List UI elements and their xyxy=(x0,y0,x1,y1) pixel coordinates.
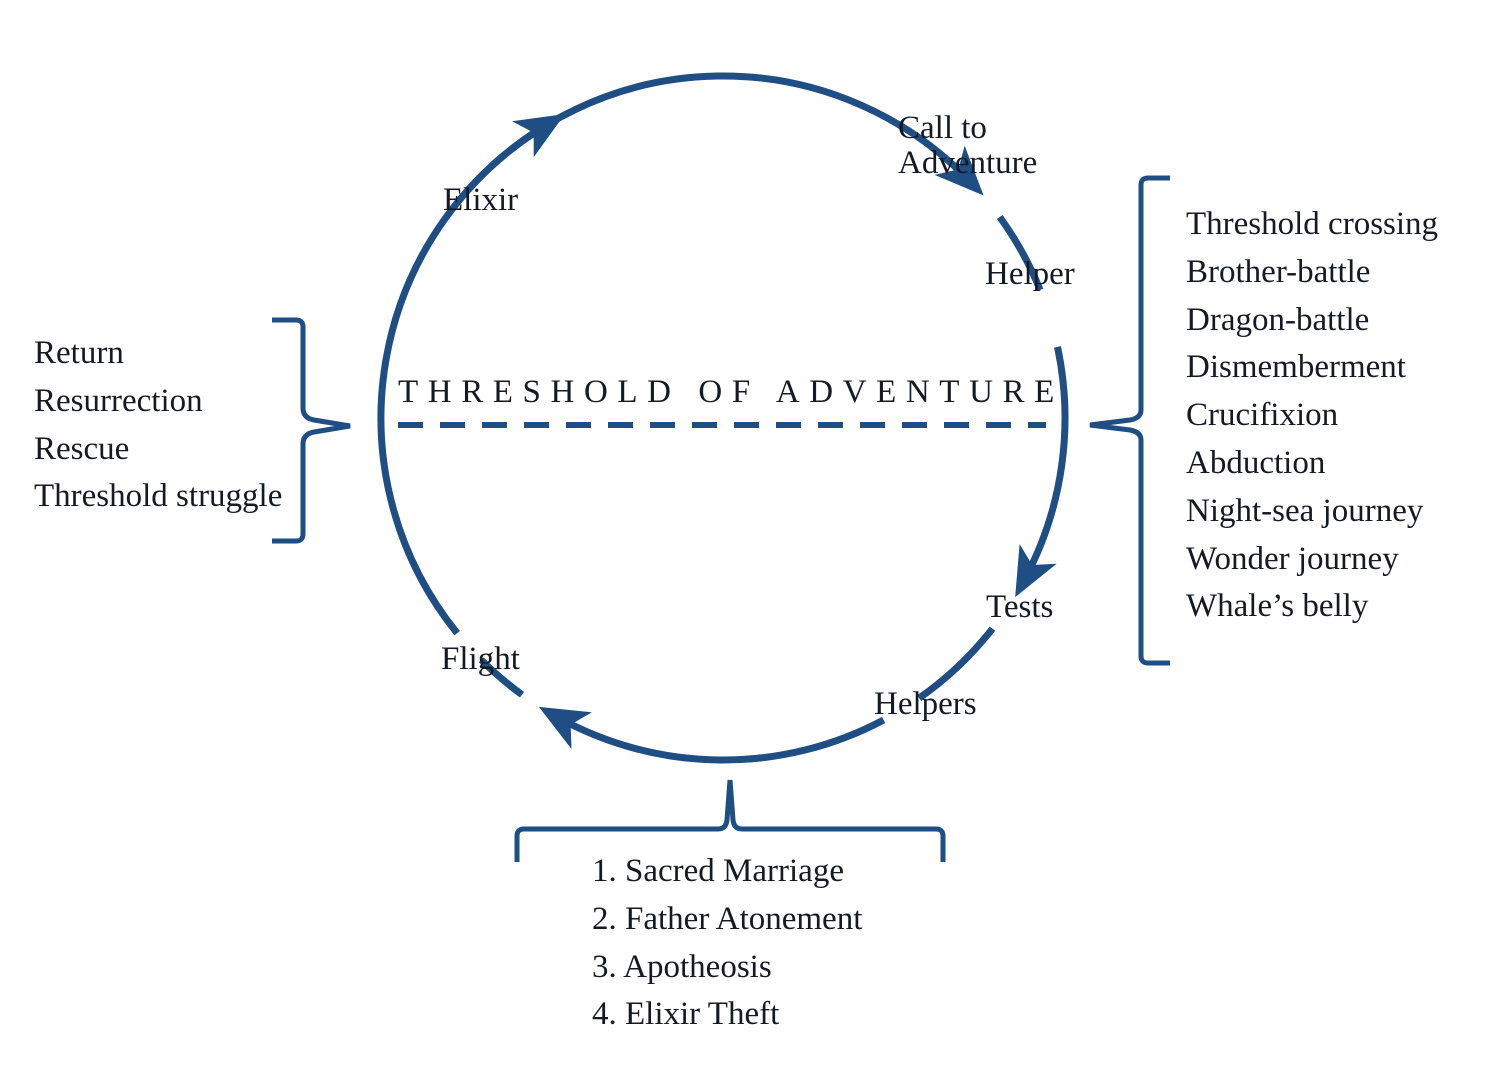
arc-flight-to-elixir xyxy=(377,113,565,636)
arc-flight-segment xyxy=(478,657,525,698)
list-item: Wonder journey xyxy=(1186,540,1399,577)
arc-call-to-helper xyxy=(996,214,1044,292)
label-elixir: Elixir xyxy=(443,182,519,218)
bottom-group-bracket xyxy=(514,779,946,862)
list-item: 4. Elixir Theft xyxy=(592,996,780,1033)
arc-tests-to-helpers xyxy=(917,626,996,701)
list-item: Whale’s belly xyxy=(1186,588,1369,625)
arc-elixir-to-call xyxy=(466,72,984,196)
list-item: Dismemberment xyxy=(1186,349,1406,386)
list-item: 3. Apotheosis xyxy=(592,948,772,985)
list-item: Resurrection xyxy=(34,382,203,419)
list-item: Rescue xyxy=(34,430,130,467)
label-call-to-line1: Call to xyxy=(898,110,987,146)
threshold-label: THRESHOLD OF ADVENTURE xyxy=(398,374,1064,410)
list-item: Brother-battle xyxy=(1186,253,1371,290)
arc-helper-to-tests xyxy=(1015,346,1069,598)
left-group-bracket xyxy=(272,317,351,544)
right-group-bracket xyxy=(1089,175,1170,666)
left-group-list: Return Resurrection Rescue Threshold str… xyxy=(34,330,282,521)
arc-helpers-to-flight xyxy=(538,706,886,764)
list-item: Crucifixion xyxy=(1186,397,1339,434)
list-item: 2. Father Atonement xyxy=(592,900,863,937)
label-helper: Helper xyxy=(985,256,1075,292)
list-item: Threshold crossing xyxy=(1186,206,1439,242)
list-item: 1. Sacred Marriage xyxy=(592,853,844,889)
list-item: Dragon-battle xyxy=(1186,301,1370,338)
label-flight: Flight xyxy=(441,641,520,677)
right-group-list: Threshold crossing Brother-battle Dragon… xyxy=(1186,201,1438,631)
label-tests: Tests xyxy=(986,589,1054,625)
list-item: Threshold struggle xyxy=(34,478,283,515)
label-call-to-line2: Adventure xyxy=(898,145,1038,181)
bottom-group-list: 1. Sacred Marriage 2. Father Atonement 3… xyxy=(592,848,862,1039)
label-helpers: Helpers xyxy=(874,686,977,722)
list-item: Return xyxy=(34,335,124,371)
arc-elixir-stub xyxy=(510,115,559,152)
list-item: Night-sea journey xyxy=(1186,492,1424,529)
list-item: Abduction xyxy=(1186,444,1326,481)
